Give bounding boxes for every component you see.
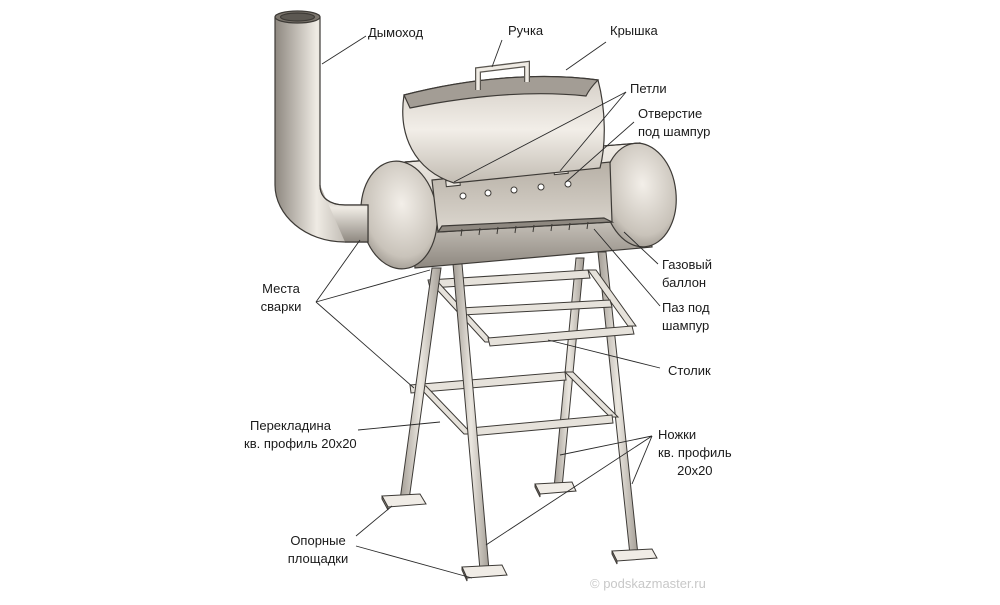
label-skewer-slot: Паз под шампур [662, 299, 710, 335]
label-legs: Ножки кв. профиль 20х20 [658, 426, 732, 480]
label-handle: Ручка [508, 23, 544, 38]
support-pads [381, 481, 658, 582]
watermark: © podskazmaster.ru [590, 576, 706, 591]
label-legs-line3: 20х20 [677, 463, 713, 478]
skewer-slots [460, 221, 589, 237]
label-crossbar-line2: кв. профиль 20х20 [244, 436, 357, 451]
label-welds: Места сварки [256, 280, 306, 316]
crossbar-frame [409, 371, 620, 437]
label-chimney: Дымоход [368, 25, 424, 40]
label-skewer-slot-line2: шампур [662, 318, 710, 333]
label-crossbar-line1: Перекладина [250, 418, 331, 433]
lid [402, 75, 605, 184]
label-skewer-hole-line1: Отверстие [638, 106, 703, 121]
skewer-holes [459, 180, 572, 200]
label-legs-line2: кв. профиль [658, 445, 732, 460]
label-crossbar: Перекладина кв. профиль 20х20 [244, 417, 357, 453]
lid-handle [475, 60, 530, 90]
label-skewer-hole: Отверстие под шампур [638, 105, 710, 141]
label-pads-line1: Опорные [290, 533, 346, 548]
label-hinges: Петли [630, 81, 667, 96]
label-skewer-hole-line2: под шампур [638, 124, 711, 139]
label-lid: Крышка [610, 23, 658, 38]
chimney [274, 10, 369, 243]
label-gas-cylinder: Газовый баллон [662, 256, 712, 292]
label-pads: Опорные площадки [282, 532, 354, 568]
label-legs-line1: Ножки [658, 427, 697, 442]
label-shelf: Столик [668, 363, 711, 378]
label-welds-line2: сварки [260, 299, 302, 314]
label-welds-line1: Места [262, 281, 300, 296]
label-gas-cylinder-line2: баллон [662, 275, 707, 290]
label-skewer-slot-line1: Паз под [662, 300, 710, 315]
leader-lines [315, 35, 661, 579]
label-gas-cylinder-line1: Газовый [662, 257, 712, 272]
label-pads-line2: площадки [287, 551, 349, 566]
